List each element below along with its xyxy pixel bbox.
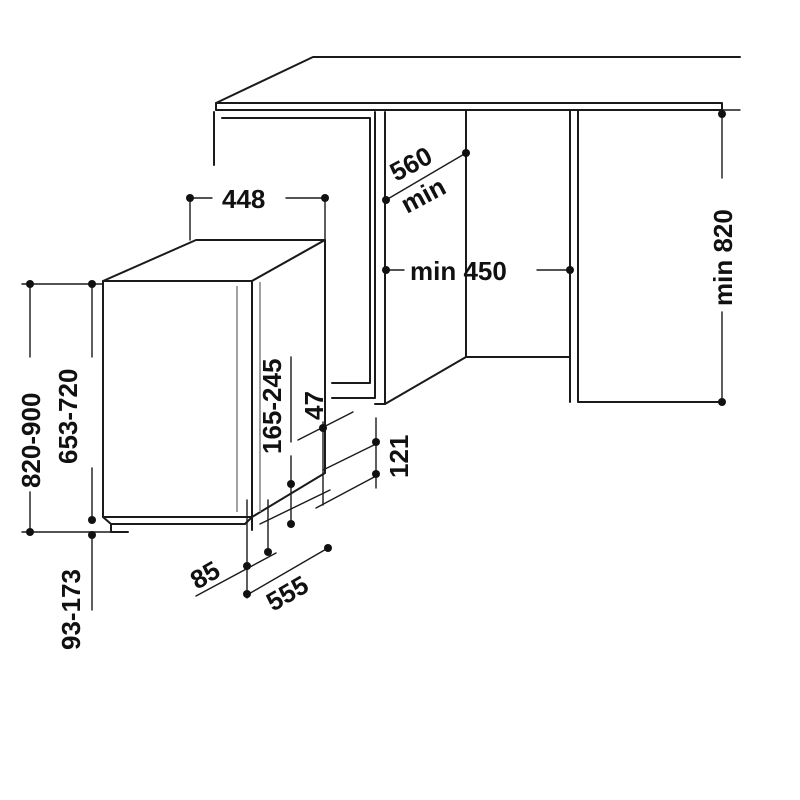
label-93-173: 93-173 bbox=[56, 569, 86, 650]
dimension-labels: 448 560 min min 450 min 820 820-900 653-… bbox=[16, 140, 738, 650]
label-653-720: 653-720 bbox=[53, 369, 83, 464]
cabinet-niche bbox=[213, 109, 723, 405]
label-555: 555 bbox=[261, 570, 314, 618]
label-min-820: min 820 bbox=[708, 209, 738, 306]
label-85: 85 bbox=[185, 555, 225, 595]
label-47: 47 bbox=[299, 391, 329, 420]
dishwasher bbox=[102, 239, 326, 533]
dimension-dots bbox=[26, 110, 726, 598]
dimension-lines bbox=[21, 113, 723, 611]
label-121: 121 bbox=[384, 435, 414, 478]
label-165-245: 165-245 bbox=[257, 359, 287, 454]
label-820-900: 820-900 bbox=[16, 393, 46, 488]
label-min-450: min 450 bbox=[410, 256, 507, 286]
countertop bbox=[215, 56, 741, 111]
label-448: 448 bbox=[222, 184, 265, 214]
